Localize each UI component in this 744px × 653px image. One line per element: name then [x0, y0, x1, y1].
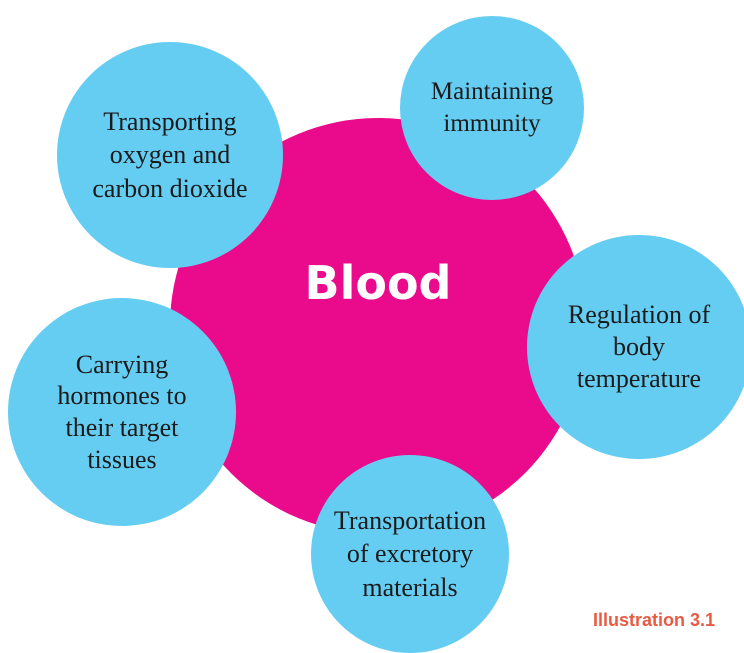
- function-bubble-excretory: Transportation of excretory materials: [311, 455, 509, 653]
- function-label: Transportation of excretory materials: [333, 506, 487, 602]
- function-label: Maintaining immunity: [430, 77, 554, 138]
- function-bubble-immunity: Maintaining immunity: [400, 16, 584, 200]
- illustration-caption: Illustration 3.1: [593, 610, 716, 630]
- function-bubble-temperature: Regulation of body temperature: [527, 235, 744, 459]
- function-bubble-hormones: Carrying hormones to their target tissue…: [8, 298, 236, 526]
- function-bubble-transport-gases: Transporting oxygen and carbon dioxide: [57, 42, 283, 268]
- function-label: Transporting oxygen and carbon dioxide: [92, 107, 248, 203]
- function-label: Carrying hormones to their target tissue…: [57, 349, 187, 474]
- function-label: Regulation of body temperature: [567, 299, 711, 394]
- center-label: Blood: [304, 256, 452, 310]
